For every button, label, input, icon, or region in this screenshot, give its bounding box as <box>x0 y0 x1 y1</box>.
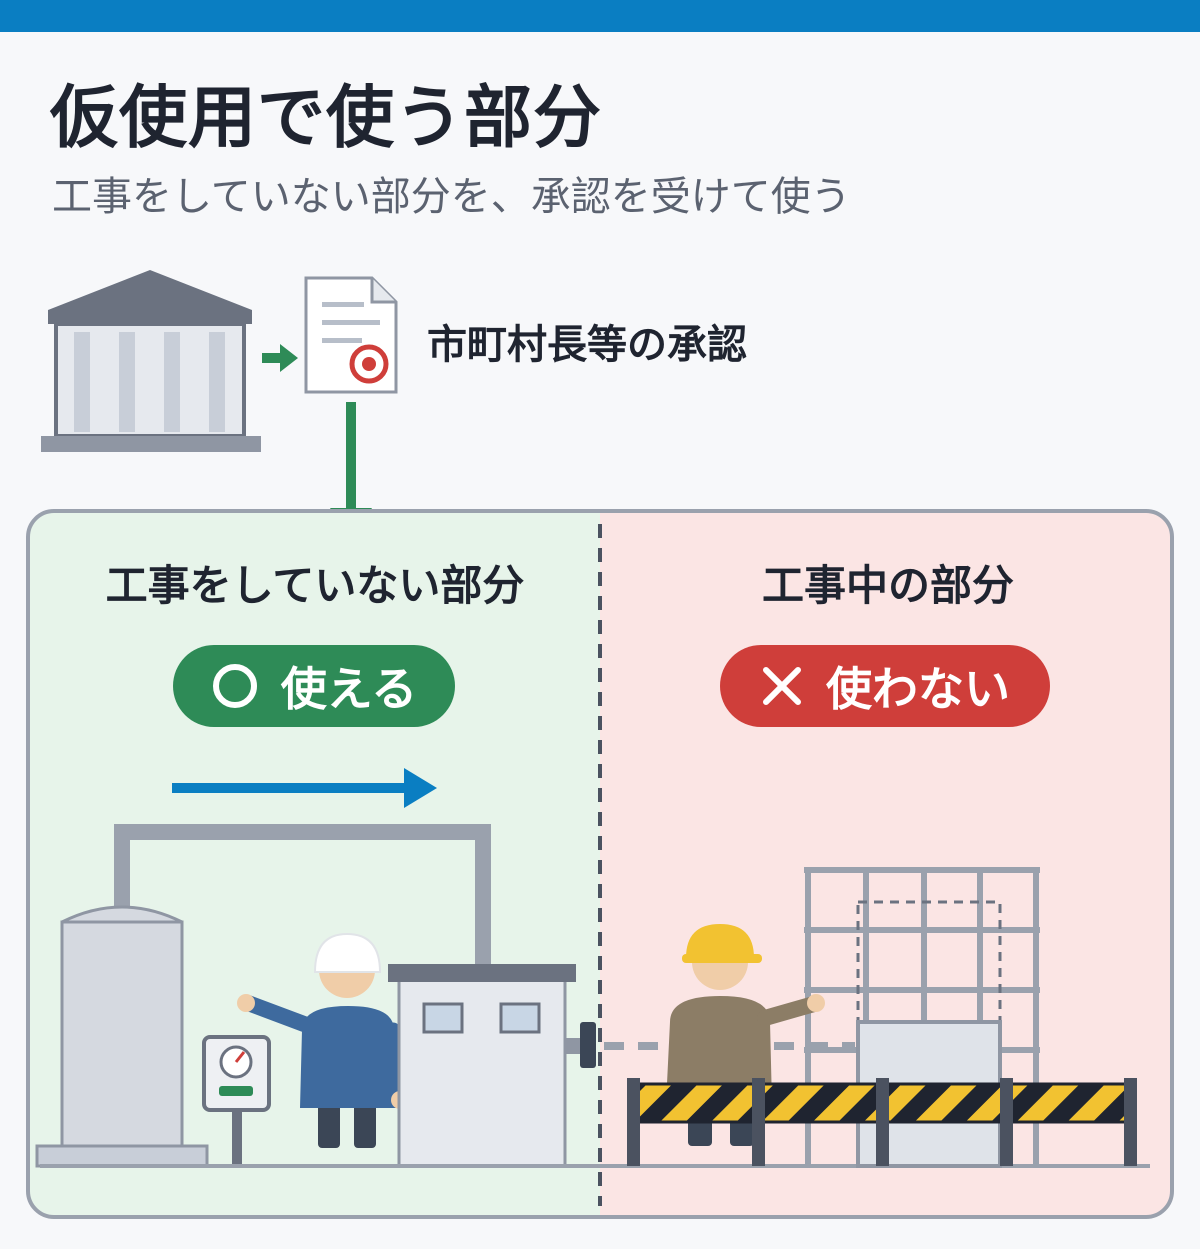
page-subtitle: 工事をしていない部分を、承認を受けて使う <box>52 174 851 220</box>
government-building-icon <box>41 270 261 452</box>
safety-barrier-icon <box>627 1078 1137 1166</box>
arrow-right-icon <box>262 344 298 372</box>
planned-structure-outline <box>856 900 1002 1104</box>
page-title: 仮使用で使う部分 <box>50 79 603 158</box>
not-usable-status-badge: 使わない <box>720 645 1050 727</box>
approval-label: 市町村長等の承認 <box>427 322 747 368</box>
storage-tank-icon <box>35 905 209 1168</box>
usable-status-label: 使える <box>280 662 418 716</box>
right-panel-heading: 工事中の部分 <box>761 561 1014 610</box>
gauge-meter-icon <box>202 1035 271 1166</box>
equipment-building-icon <box>388 964 596 1168</box>
circle-ok-icon <box>211 662 259 710</box>
left-panel-heading: 工事をしていない部分 <box>105 561 525 610</box>
approval-document-icon <box>304 276 398 394</box>
not-usable-status-label: 使わない <box>826 662 1010 716</box>
usable-status-badge: 使える <box>173 645 455 727</box>
top-accent-bar <box>0 0 1200 32</box>
flow-arrow-icon <box>172 768 437 808</box>
pipe-icon <box>114 824 491 966</box>
worker-white-helmet-icon <box>237 932 409 1148</box>
cross-icon <box>760 664 804 708</box>
